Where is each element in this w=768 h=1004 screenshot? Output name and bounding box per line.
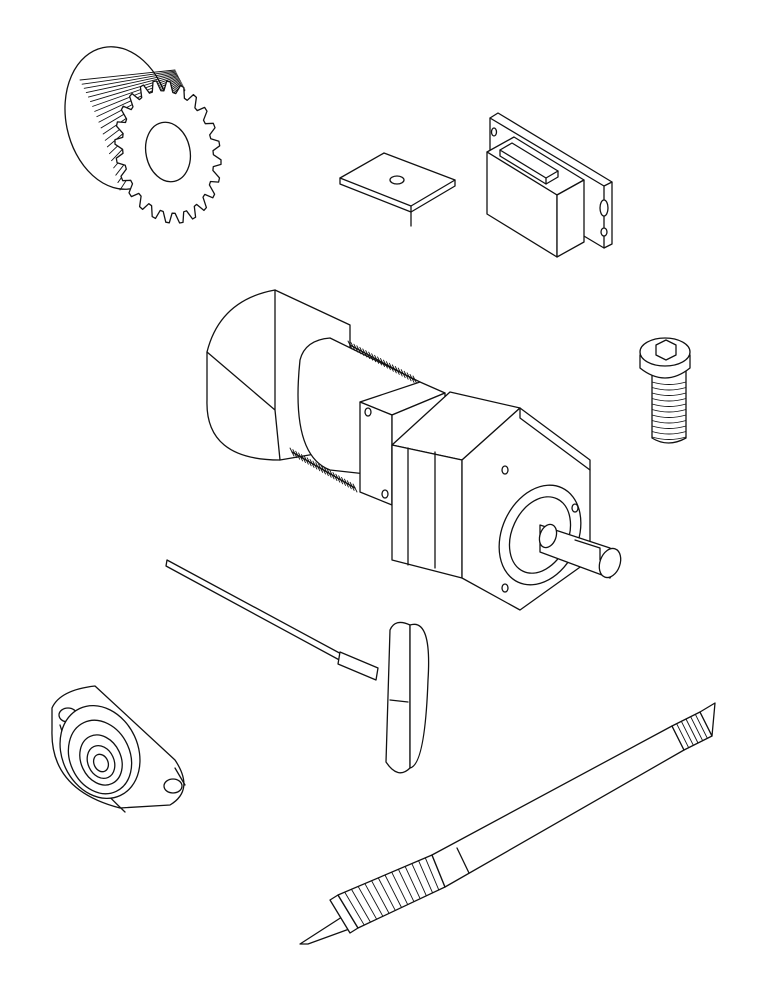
flange-bearing-icon — [51, 685, 186, 813]
helical-gear-icon — [64, 46, 222, 224]
limit-switch-icon — [486, 112, 613, 258]
hobby-knife-icon — [299, 702, 716, 945]
mounting-plate-icon — [339, 152, 456, 227]
button-head-screw-icon — [639, 337, 691, 444]
stepper-motor-gearbox-icon — [206, 289, 622, 611]
t-handle-hex-key-icon — [165, 559, 430, 774]
